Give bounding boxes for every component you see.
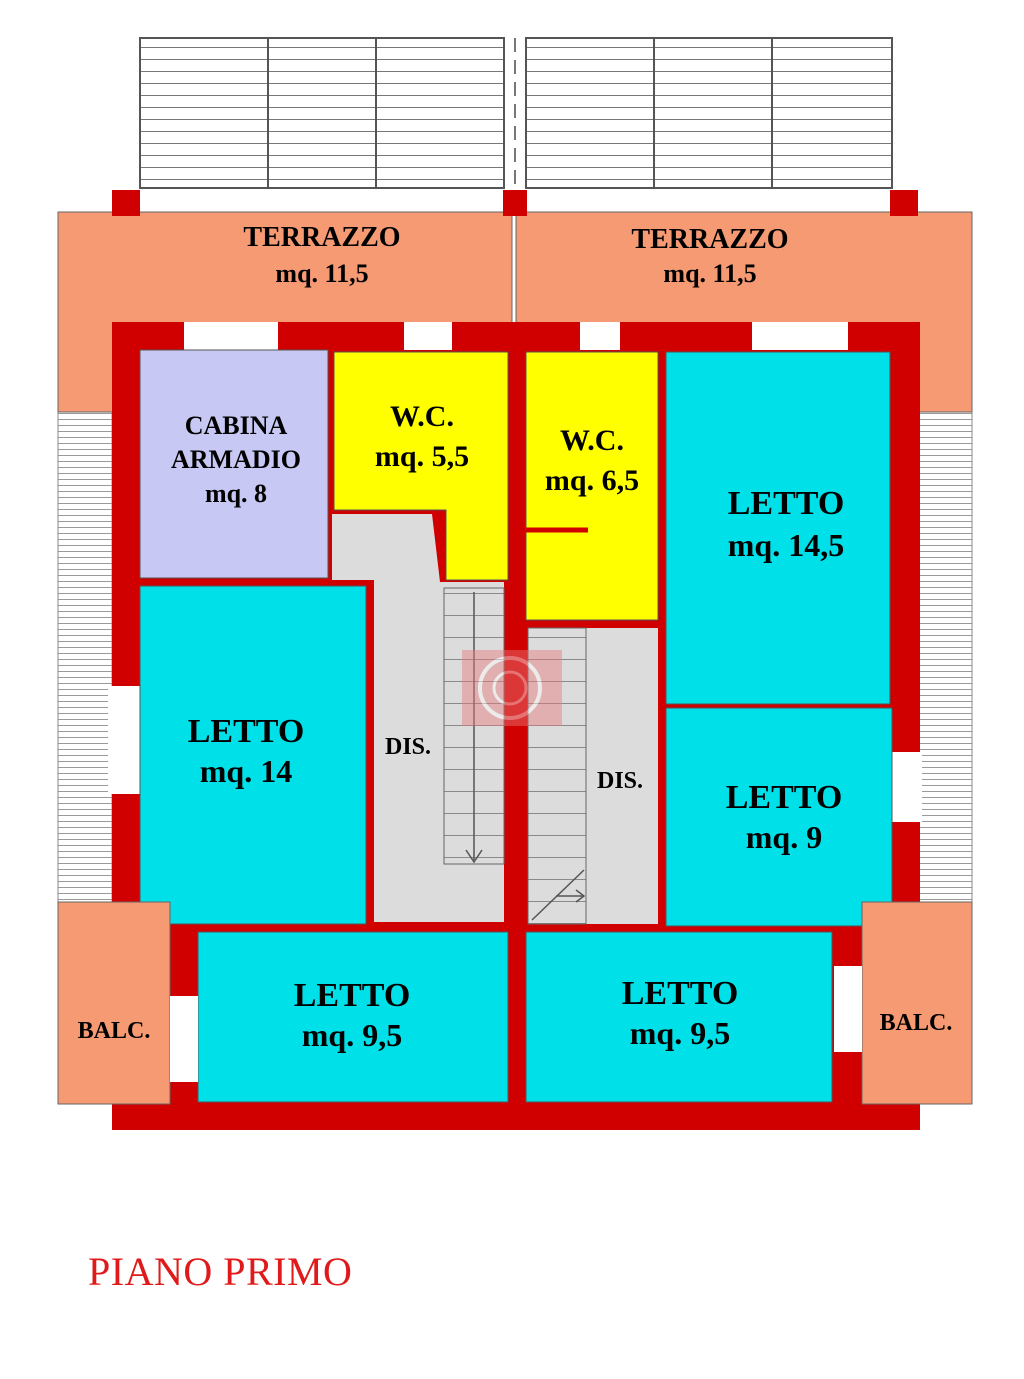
balcony-door-left xyxy=(170,996,198,1082)
area-cabina: mq. 8 xyxy=(205,479,267,508)
side-grate-right xyxy=(917,411,973,905)
balcony-right xyxy=(861,901,973,1105)
area-wc-left: mq. 5,5 xyxy=(375,440,469,473)
area-letto-mid-left: mq. 14 xyxy=(200,753,292,789)
label-terrazzo-right: TERRAZZO xyxy=(631,224,788,255)
side-grate-left xyxy=(57,411,113,905)
room-wc-right xyxy=(525,351,659,621)
label-letto-bottom-left: LETTO xyxy=(294,977,411,1014)
label-dis-left: DIS. xyxy=(385,734,431,760)
corridor-right xyxy=(586,628,658,924)
balcony-door-right xyxy=(834,966,862,1052)
wall-post xyxy=(503,190,527,216)
window-openings xyxy=(108,322,922,822)
room-letto-mid-left xyxy=(139,585,367,925)
label-terrazzo-left: TERRAZZO xyxy=(243,222,400,253)
label-wc-right: W.C. xyxy=(560,424,624,457)
room-letto-bottom-right xyxy=(525,931,833,1103)
label-wc-left: W.C. xyxy=(390,400,454,433)
room-wc-left xyxy=(333,351,509,581)
area-terrazzo-left: mq. 11,5 xyxy=(275,259,368,288)
wall-post xyxy=(890,190,918,216)
area-letto-bottom-left: mq. 9,5 xyxy=(302,1017,402,1053)
wall-post xyxy=(112,190,140,216)
staircase-right xyxy=(527,627,587,925)
balcony-left xyxy=(57,901,171,1105)
label-letto-mid-left: LETTO xyxy=(188,713,305,750)
room-letto-top-right xyxy=(665,351,891,705)
watermark-logo-icon xyxy=(462,650,562,726)
area-terrazzo-right: mq. 11,5 xyxy=(663,259,756,288)
label-letto-mid-right: LETTO xyxy=(726,779,843,816)
room-cabina-armadio xyxy=(139,349,329,579)
area-letto-bottom-right: mq. 9,5 xyxy=(630,1015,730,1051)
area-letto-top-right: mq. 14,5 xyxy=(728,527,844,563)
label-balc-left: BALC. xyxy=(78,1018,151,1044)
label-balc-right: BALC. xyxy=(880,1010,953,1036)
area-letto-mid-right: mq. 9 xyxy=(746,819,822,855)
room-letto-mid-right xyxy=(665,707,893,927)
pergola-grate xyxy=(139,37,893,189)
label-letto-top-right: LETTO xyxy=(728,485,845,522)
page-title: PIANO PRIMO xyxy=(88,1249,353,1294)
label-armadio: ARMADIO xyxy=(171,445,301,474)
area-wc-right: mq. 6,5 xyxy=(545,464,639,497)
label-dis-right: DIS. xyxy=(597,768,643,794)
staircase-left xyxy=(443,587,505,865)
label-letto-bottom-right: LETTO xyxy=(622,975,739,1012)
label-cabina: CABINA xyxy=(185,411,288,440)
